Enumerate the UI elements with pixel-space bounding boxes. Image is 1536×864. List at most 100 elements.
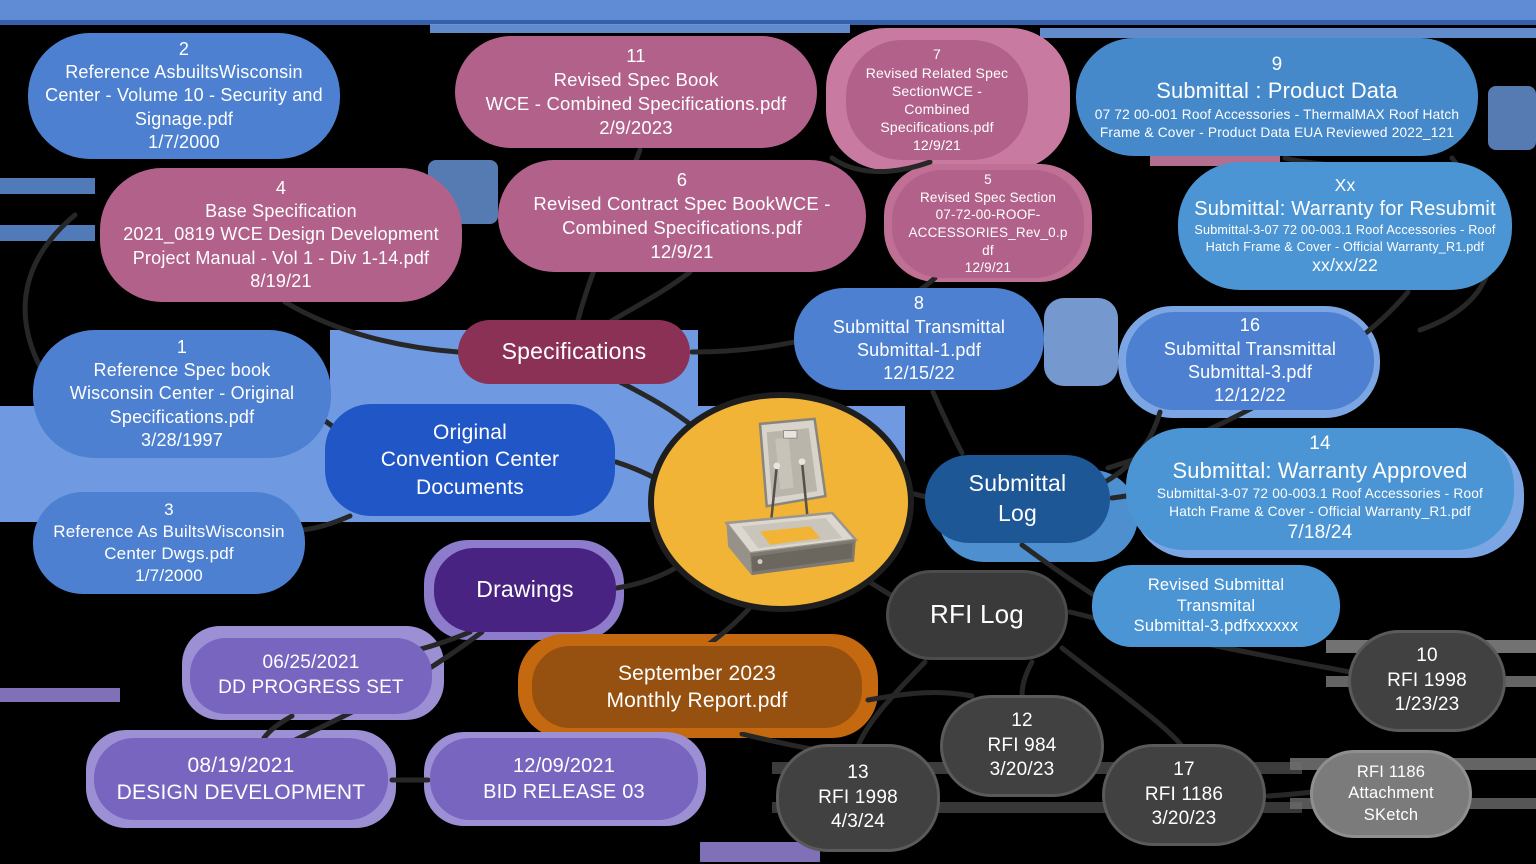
node-text: Reference AsbuiltsWisconsin Center - Vol…: [45, 61, 323, 129]
hub-label: Original: [433, 421, 507, 445]
rfi-node-10[interactable]: 10 RFI 1998 1/23/23: [1348, 630, 1506, 732]
node-text: SKetch: [1363, 805, 1419, 824]
doc-node-4-base-specification[interactable]: 4 Base Specification 2021_0819 WCE Desig…: [100, 168, 462, 302]
node-number: 3: [164, 499, 174, 519]
node-date: 1/7/2000: [148, 132, 220, 153]
node-date: 12/9/21: [650, 241, 714, 263]
doc-node-6-revised-contract-spec-book[interactable]: 6 Revised Contract Spec BookWCE - Combin…: [498, 160, 866, 272]
milestone-dd-progress-set[interactable]: 06/25/2021 DD PROGRESS SET: [190, 638, 432, 714]
milestone-label: DESIGN DEVELOPMENT: [116, 781, 366, 804]
node-date: 1/7/2000: [135, 566, 203, 586]
background-stripe: [0, 225, 95, 241]
node-text: 2021_0819 WCE Design Development Project…: [123, 224, 439, 268]
node-text: Transmital: [1176, 596, 1256, 615]
node-text: Revised Spec Book: [553, 68, 719, 90]
doc-node-2-reference-asbuilts[interactable]: 2 Reference AsbuiltsWisconsin Center - V…: [28, 33, 340, 159]
node-number: 6: [676, 168, 688, 190]
node-text: Wisconsin Center - Original Specificatio…: [69, 383, 295, 427]
node-text: RFI 1186: [1144, 783, 1224, 805]
node-number: 13: [847, 761, 869, 783]
node-text: RFI 1186: [1356, 762, 1426, 781]
background-stripe: [772, 802, 1302, 813]
doc-node-1-reference-spec-book[interactable]: 1 Reference Spec book Wisconsin Center -…: [33, 330, 331, 458]
node-text: Center Dwgs.pdf: [104, 544, 234, 563]
hub-label: Log: [998, 500, 1037, 526]
milestone-label: BID RELEASE 03: [483, 781, 645, 803]
node-number: 10: [1416, 644, 1438, 666]
doc-node-16-submittal-transmittal-3[interactable]: 16 Submittal Transmittal Submittal-3.pdf…: [1126, 312, 1374, 410]
doc-node-revised-submittal-transmital[interactable]: Revised Submittal Transmital Submittal-3…: [1092, 565, 1340, 647]
background-stripe: [1040, 28, 1536, 38]
roof-hatch-illustration: [723, 417, 859, 576]
background-stripe: [0, 688, 120, 702]
doc-node-14-warranty-approved[interactable]: 14 Submittal: Warranty Approved Submitta…: [1126, 428, 1514, 550]
node-number: Xx: [1334, 175, 1356, 196]
node-date: 12/15/22: [883, 363, 955, 384]
doc-node-11-revised-spec-book[interactable]: 11 Revised Spec Book WCE - Combined Spec…: [455, 36, 817, 148]
node-text: Submittal-3.pdf: [1187, 362, 1313, 382]
node-number: 2: [178, 38, 190, 59]
node-subtitle: Submittal-3-07 72 00-003.1 Roof Accessor…: [1156, 486, 1484, 520]
doc-node-9-submittal-product-data[interactable]: 9 Submittal : Product Data 07 72 00-001 …: [1076, 38, 1478, 156]
doc-node-7-revised-related-spec[interactable]: 7 Revised Related Spec SectionWCE - Comb…: [846, 40, 1028, 160]
node-date: 12/12/22: [1214, 385, 1286, 406]
doc-node-5-revised-spec-section[interactable]: 5 Revised Spec Section 07-72-00-ROOF-ACC…: [892, 170, 1084, 278]
background-stripe: [0, 0, 1536, 20]
node-date: xx/xx/22: [1312, 254, 1378, 275]
node-text: Submittal Transmittal: [1163, 338, 1337, 359]
roof-hatch-photo: [648, 392, 914, 612]
node-number: 4: [275, 177, 287, 198]
background-stripe: [700, 842, 820, 862]
hub-drawings[interactable]: Drawings: [434, 548, 616, 632]
node-text: RFI 1998: [1387, 669, 1467, 691]
milestone-design-development[interactable]: 08/19/2021 DESIGN DEVELOPMENT: [94, 738, 388, 820]
node-number: 14: [1309, 433, 1331, 455]
rfi-node-12[interactable]: 12 RFI 984 3/20/23: [940, 695, 1104, 797]
node-text: 07-72-00-ROOF-ACCESSORIES_Rev_0.pdf: [908, 207, 1068, 258]
node-subtitle: 07 72 00-001 Roof Accessories - ThermalM…: [1094, 106, 1460, 140]
rfi-node-1186-attachment-sketch[interactable]: RFI 1186 Attachment SKetch: [1310, 750, 1472, 838]
hub-specifications[interactable]: Specifications: [458, 320, 690, 384]
node-text: Reference Spec book: [93, 359, 271, 380]
node-number: 7: [933, 46, 941, 63]
hub-label: Submittal: [968, 470, 1067, 497]
node-date: 8/19/21: [250, 271, 312, 292]
node-date: 3/20/23: [1151, 808, 1217, 830]
node-text: Reference As BuiltsWisconsin: [53, 521, 285, 541]
rfi-node-17[interactable]: 17 RFI 1186 3/20/23: [1102, 744, 1266, 846]
doc-node-8-submittal-transmittal-1[interactable]: 8 Submittal Transmittal Submittal-1.pdf …: [794, 288, 1044, 390]
node-text: Submittal-3.pdfxxxxxx: [1133, 617, 1299, 636]
hub-rfi-log[interactable]: RFI Log: [886, 570, 1068, 660]
node-number: 17: [1173, 758, 1195, 780]
node-date: 1/23/23: [1394, 694, 1460, 716]
hub-label: RFI Log: [930, 599, 1024, 630]
node-number: 11: [626, 44, 646, 66]
node-title: Submittal: Warranty Approved: [1172, 458, 1468, 484]
node-number: 8: [913, 293, 925, 314]
milestone-bid-release-03[interactable]: 12/09/2021 BID RELEASE 03: [430, 738, 698, 820]
background-stripe: [0, 178, 95, 194]
node-date: 4/3/24: [830, 811, 886, 833]
node-text: Attachment: [1348, 784, 1434, 803]
node-text: Revised Submittal: [1147, 576, 1285, 595]
node-text: Revised Contract Spec BookWCE -: [533, 192, 831, 214]
node-title: Submittal : Product Data: [1156, 78, 1398, 104]
hub-original-convention-center-documents[interactable]: Original Convention Center Documents: [325, 404, 615, 516]
doc-node-3-reference-as-builts[interactable]: 3 Reference As BuiltsWisconsin Center Dw…: [33, 492, 305, 594]
background-stripe: [1488, 86, 1536, 150]
hub-label: Drawings: [476, 576, 574, 603]
background-stripe: [430, 24, 850, 33]
node-date: 12/9/21: [964, 260, 1012, 276]
node-echo: [1044, 298, 1118, 386]
rfi-node-13[interactable]: 13 RFI 1998 4/3/24: [776, 744, 940, 852]
node-text: Revised Related Spec SectionWCE - Combin…: [865, 64, 1009, 136]
hub-submittal-log[interactable]: Submittal Log: [925, 455, 1110, 543]
node-date: 7/18/24: [1287, 521, 1353, 543]
doc-node-xx-warranty-resubmit[interactable]: Xx Submittal: Warranty for Resubmit Subm…: [1178, 162, 1512, 290]
milestone-date: 06/25/2021: [262, 652, 360, 674]
node-text: Submittal-1.pdf: [856, 340, 982, 360]
doc-node-september-2023-monthly-report[interactable]: September 2023 Monthly Report.pdf: [528, 642, 866, 732]
node-date: 12/9/21: [912, 137, 962, 154]
milestone-label: DD PROGRESS SET: [218, 677, 404, 698]
